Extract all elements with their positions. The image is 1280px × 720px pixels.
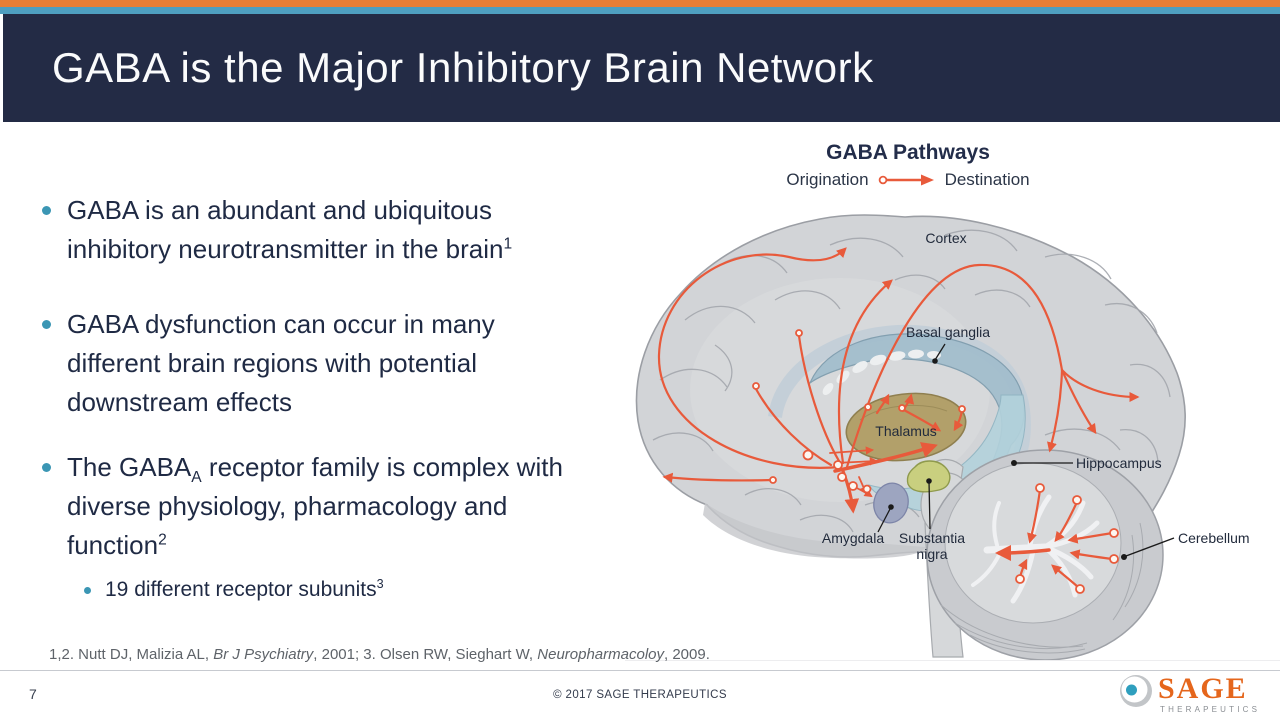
sage-logo-subtext: THERAPEUTICS [1160, 705, 1261, 714]
bullet-dot [42, 320, 51, 329]
label-substantia-nigra-2: nigra [916, 546, 947, 562]
origination-circles [752, 329, 1119, 594]
page-title: GABA is the Major Inhibitory Brain Netwo… [52, 44, 874, 91]
header-band: GABA is the Major Inhibitory Brain Netwo… [3, 14, 1280, 122]
bullet-list: GABA is an abundant and ubiquitous inhib… [40, 191, 640, 605]
diagram-legend: Origination Destination [625, 170, 1191, 190]
copyright-text: © 2017 SAGE THERAPEUTICS [553, 689, 727, 701]
sage-logo-wordmark: SAGE [1158, 672, 1248, 705]
diagram-labels: Cortex Basal ganglia Thalamus Hippocampu… [822, 230, 1250, 562]
basal-ganglia-shape [808, 333, 1025, 496]
label-basal-ganglia: Basal ganglia [906, 324, 990, 340]
citation: 1,2. Nutt DJ, Malizia AL, Br J Psychiatr… [49, 646, 710, 663]
top-orange-stripe [0, 0, 1280, 7]
page-number: 7 [29, 686, 37, 702]
bullet-1: GABA is an abundant and ubiquitous inhib… [40, 191, 640, 269]
bullet-dot [42, 463, 51, 472]
footer-divider [0, 670, 1280, 671]
top-teal-stripe [0, 7, 1280, 14]
label-thalamus: Thalamus [875, 423, 936, 439]
gaba-pathways [657, 247, 1140, 589]
bullet-2: GABA dysfunction can occur in many diffe… [40, 305, 640, 422]
brain-diagram: Cortex Basal ganglia Thalamus Hippocampu… [625, 205, 1280, 661]
bullet-dot [42, 206, 51, 215]
amygdala-shape [873, 482, 909, 524]
label-amygdala: Amygdala [822, 530, 884, 546]
sub-bullet: 19 different receptor subunits3 [82, 575, 640, 605]
label-substantia-nigra-1: Substantia [899, 530, 965, 546]
sage-logo-icon [1120, 675, 1152, 707]
diagram-title: GABA Pathways [826, 141, 990, 164]
bullet-3: The GABAA receptor family is complex wit… [40, 448, 640, 565]
sage-logo: SAGE THERAPEUTICS [1118, 672, 1268, 718]
substantia-nigra-shape [906, 460, 951, 493]
label-cortex: Cortex [925, 230, 966, 246]
label-cerebellum: Cerebellum [1178, 530, 1250, 546]
label-hippocampus: Hippocampus [1076, 455, 1162, 471]
origination-arrow-icon [878, 174, 934, 186]
legend-destination-label: Destination [944, 170, 1030, 189]
bullet-dot [84, 587, 91, 594]
legend-origination-label: Origination [786, 170, 869, 189]
